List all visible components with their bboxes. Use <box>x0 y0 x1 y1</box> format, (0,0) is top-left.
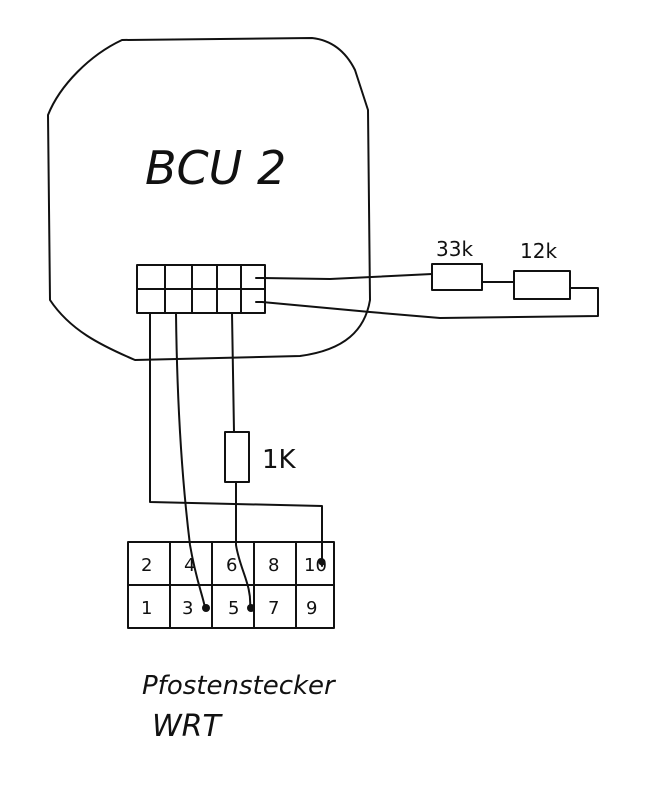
bcu-housing-outline <box>47 37 371 361</box>
pin-label: 6 <box>226 555 237 576</box>
pin-label: 1 <box>141 598 152 619</box>
pin-label: 8 <box>268 555 279 576</box>
resistor-12k-body <box>513 270 571 300</box>
resistor-12k-label: 12k <box>520 239 557 263</box>
pin-label: 5 <box>228 598 239 619</box>
pin-label: 9 <box>306 598 317 619</box>
connector-caption-sub: WRT <box>152 709 224 744</box>
pin-label: 3 <box>182 598 193 619</box>
wire-to-33k <box>261 273 433 280</box>
connector-grid <box>127 541 335 629</box>
resistor-1k-body <box>224 431 250 483</box>
connector-caption: Pfostenstecker <box>142 671 337 701</box>
terminal-block <box>136 264 266 314</box>
pin-label: 10 <box>304 555 327 576</box>
solder-dot-pin-3 <box>202 604 210 612</box>
wire-to-1k <box>231 312 235 433</box>
solder-dot-pin-5 <box>247 604 255 612</box>
resistor-33k-body <box>431 263 483 291</box>
resistor-33k-label: 33k <box>436 237 473 261</box>
wire-12k-loop <box>261 287 599 319</box>
resistor-1k-label: 1K <box>262 445 297 475</box>
solder-dot-pin-10 <box>318 558 326 566</box>
pin-label: 7 <box>268 598 279 619</box>
bcu-label: BCU 2 <box>145 141 286 195</box>
wire-1k-to-5 <box>235 481 252 609</box>
pin-label: 2 <box>141 555 152 576</box>
wire-to-3 <box>175 312 206 609</box>
pin-label: 4 <box>184 555 195 576</box>
